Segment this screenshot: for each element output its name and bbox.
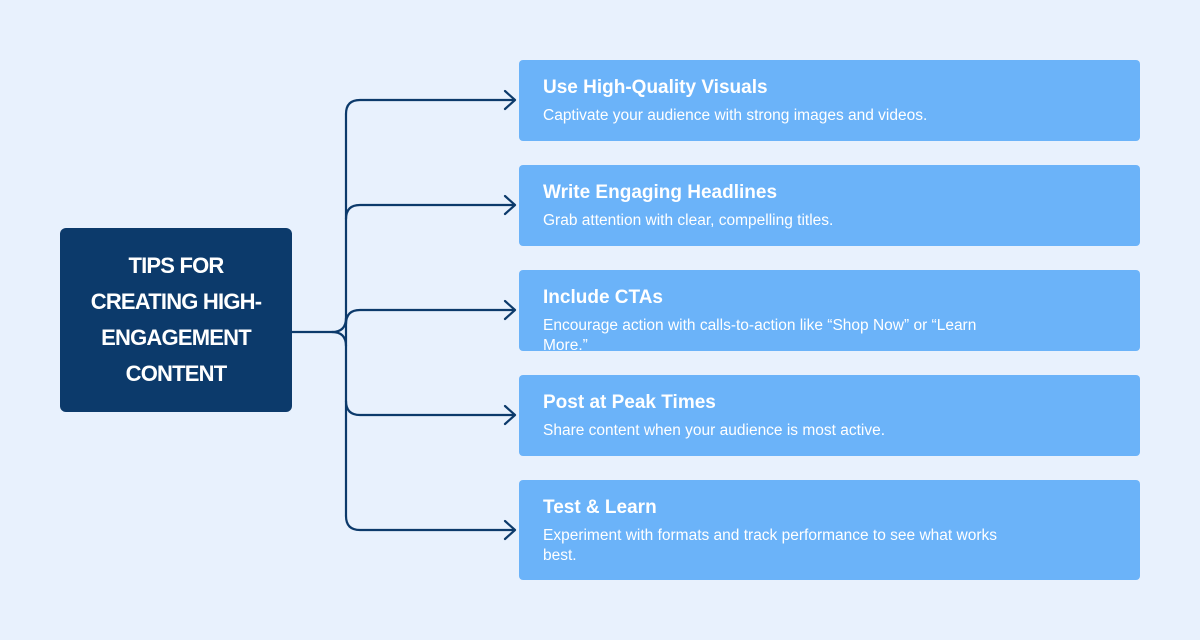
connector-trunk (290, 316, 348, 334)
root-title: TIPS FOR CREATING HIGH-ENGAGEMENT CONTEN… (90, 253, 262, 386)
connector-branch-4 (344, 514, 516, 532)
root-node: TIPS FOR CREATING HIGH-ENGAGEMENT CONTEN… (60, 228, 292, 412)
connector-branch-1 (344, 203, 516, 221)
tip-card-write-engaging-headlines: Write Engaging Headlines Grab attention … (519, 165, 1140, 246)
tip-description: Grab attention with clear, compelling ti… (543, 212, 834, 229)
arrowhead-4 (503, 519, 517, 541)
arrowhead-1 (503, 194, 517, 216)
connector-branch-2 (344, 308, 516, 326)
arrowhead-3 (503, 404, 517, 426)
tip-title: Post at Peak Times (543, 392, 716, 413)
arrowhead-0 (503, 89, 517, 111)
tip-description: Experiment with formats and track perfor… (543, 527, 997, 564)
tip-card-include-ctas: Include CTAs Encourage action with calls… (519, 270, 1140, 354)
tip-description: Encourage action with calls-to-action li… (543, 317, 977, 354)
tip-title: Write Engaging Headlines (543, 182, 778, 203)
connector-branch-3 (344, 399, 516, 417)
tip-title: Use High-Quality Visuals (543, 77, 768, 98)
tip-card-test-and-learn: Test & Learn Experiment with formats and… (519, 480, 1140, 580)
connector-trunk-lower (330, 330, 348, 348)
tip-description: Share content when your audience is most… (543, 422, 886, 439)
tip-title: Include CTAs (543, 287, 663, 308)
tip-title: Test & Learn (543, 497, 657, 518)
arrowhead-2 (503, 299, 517, 321)
tip-card-post-at-peak-times: Post at Peak Times Share content when yo… (519, 375, 1140, 456)
tip-card-use-high-quality-visuals: Use High-Quality Visuals Captivate your … (519, 60, 1140, 141)
tip-description: Captivate your audience with strong imag… (543, 107, 928, 124)
connector-branch-0 (344, 98, 516, 116)
